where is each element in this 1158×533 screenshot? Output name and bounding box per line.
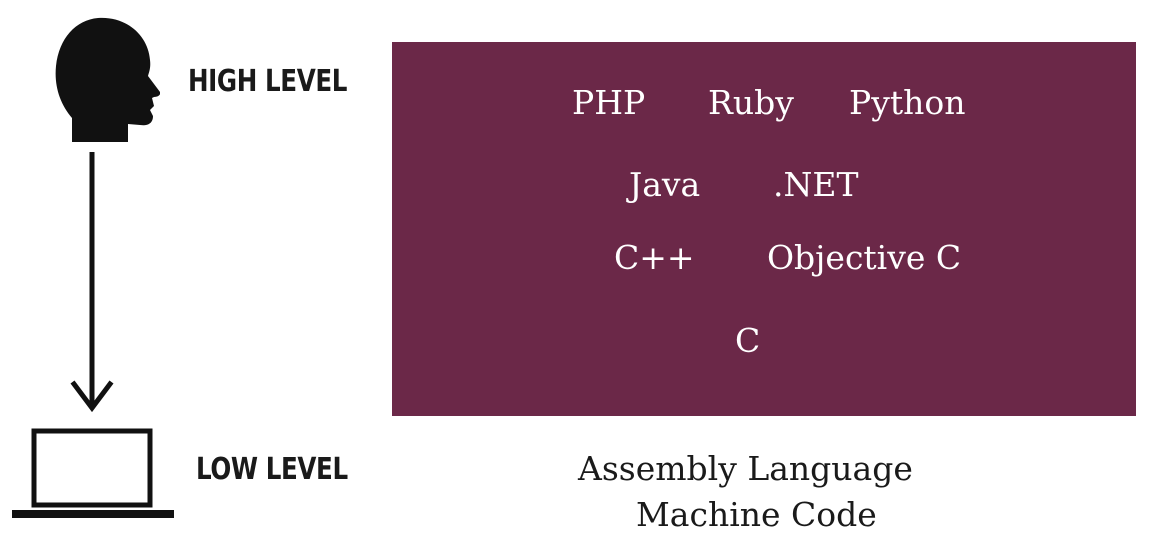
down-arrow-icon — [70, 152, 114, 413]
language-dotnet: .NET — [773, 165, 859, 204]
language-ruby: Ruby — [708, 83, 794, 122]
language-objective-c: Objective C — [767, 238, 962, 277]
human-head-icon — [55, 17, 160, 142]
laptop-icon — [12, 428, 174, 518]
language-python: Python — [849, 83, 966, 122]
low-level-label: LOW LEVEL — [196, 452, 348, 487]
high-level-label: HIGH LEVEL — [188, 64, 347, 99]
assembly-language-text: Assembly Language — [578, 449, 913, 488]
language-java: Java — [629, 165, 701, 204]
language-c: C — [735, 321, 761, 360]
machine-code-text: Machine Code — [636, 495, 877, 533]
language-panel: PHP Ruby Python Java .NET C++ Objective … — [392, 42, 1136, 416]
language-cpp: C++ — [614, 238, 695, 277]
language-php: PHP — [572, 83, 646, 122]
